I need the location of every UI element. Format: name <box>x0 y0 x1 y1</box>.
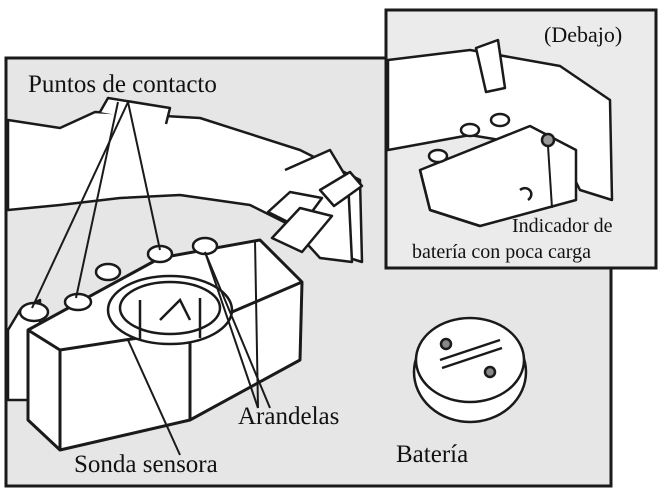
battery-shape <box>412 316 528 424</box>
low-battery-pointer <box>547 145 553 209</box>
contact-posts <box>18 236 219 323</box>
label-contact-points: Puntos de contacto <box>28 71 217 98</box>
label-underside: (Debajo) <box>544 22 622 47</box>
label-low-battery-line1: Indicador de <box>512 215 613 237</box>
pointer-lines <box>31 101 271 456</box>
buckle <box>266 170 364 254</box>
label-washers: Arandelas <box>238 403 339 430</box>
label-low-battery-line2: batería con poca carga <box>412 241 591 263</box>
label-battery: Batería <box>396 441 468 468</box>
sensor-probe-shape <box>106 274 234 346</box>
inset-collar <box>386 38 614 228</box>
label-sensor-probe: Sonda sensora <box>74 451 218 478</box>
